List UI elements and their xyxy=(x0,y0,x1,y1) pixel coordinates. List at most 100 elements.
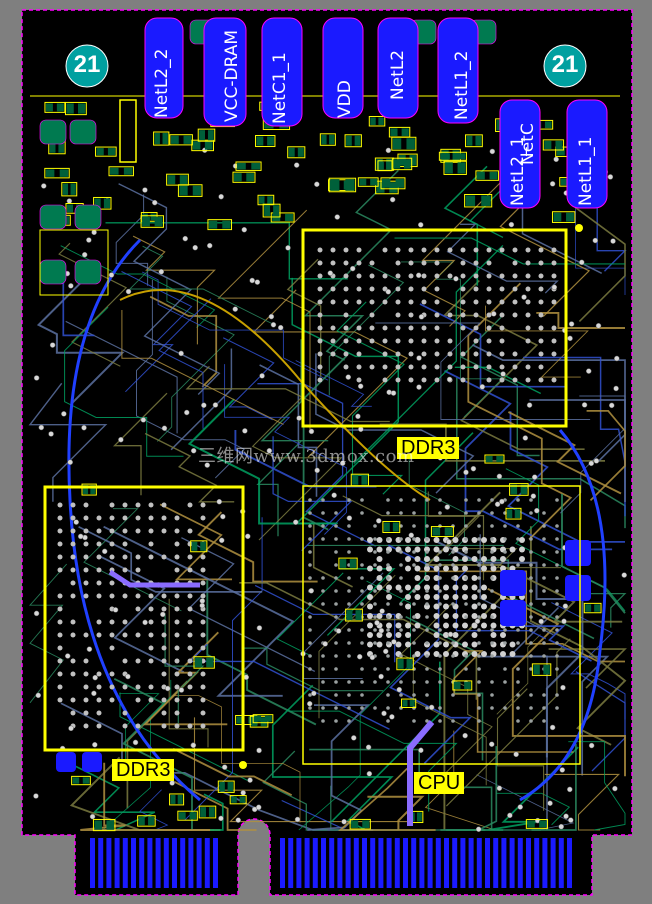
bga-pad xyxy=(356,351,362,357)
via xyxy=(521,294,527,300)
component-pad xyxy=(466,135,473,146)
bga-pad xyxy=(360,693,364,697)
bga-pad xyxy=(109,619,115,625)
bga-pad xyxy=(373,563,377,567)
via xyxy=(389,714,395,720)
connector-finger xyxy=(114,838,120,888)
bga-pad xyxy=(148,606,154,612)
trace xyxy=(394,237,625,265)
bga-pad xyxy=(343,312,349,318)
via xyxy=(216,498,223,505)
bga-pad xyxy=(414,613,421,619)
bga-pad xyxy=(499,325,505,331)
bga-pad xyxy=(542,524,546,528)
bga-pad xyxy=(421,377,427,383)
bga-pad xyxy=(412,667,416,671)
bga-pad xyxy=(96,723,102,729)
via xyxy=(358,426,364,433)
component-pad xyxy=(560,178,571,186)
via xyxy=(526,402,533,408)
bga-pad xyxy=(405,641,411,648)
component-pad xyxy=(162,133,168,145)
component-outline xyxy=(380,177,406,190)
bga-pad xyxy=(405,546,411,553)
bga-pad xyxy=(399,680,403,684)
component-pad xyxy=(397,659,404,669)
net-label-2: VCC-DRAM xyxy=(222,29,242,122)
component-pad xyxy=(321,134,327,145)
component-outline xyxy=(252,714,274,724)
bga-pad xyxy=(464,576,468,580)
via xyxy=(463,469,469,476)
bga-pad xyxy=(382,273,388,279)
bga-pad xyxy=(386,667,390,671)
bga-pad xyxy=(462,584,468,591)
bga-pad xyxy=(373,667,377,671)
bga-pad xyxy=(109,528,115,534)
via xyxy=(356,653,363,660)
via xyxy=(416,355,422,361)
bga-pad xyxy=(200,723,206,729)
bga-pad xyxy=(373,706,377,710)
via xyxy=(285,245,291,251)
trace xyxy=(303,572,384,679)
via xyxy=(581,402,588,408)
connector-finger xyxy=(362,838,367,888)
bga-pad xyxy=(486,260,492,266)
via xyxy=(499,498,505,505)
connector-finger xyxy=(304,838,310,888)
cpu-label[interactable]: CPU xyxy=(414,772,465,794)
bga-pad xyxy=(464,511,468,515)
bga-pad xyxy=(503,537,507,541)
bga-pad xyxy=(308,524,312,528)
smd-pad xyxy=(74,204,102,230)
bga-pad xyxy=(519,537,525,543)
bga-pad xyxy=(386,584,392,591)
bga-pad xyxy=(460,286,466,292)
bga-pad xyxy=(477,524,481,528)
ddr3-top-silk xyxy=(301,228,568,428)
bga-pad xyxy=(200,554,206,560)
bga-pad xyxy=(360,576,364,580)
component-pad xyxy=(179,175,188,185)
bga-pad xyxy=(477,563,481,567)
net-label-3: NetC1_1 xyxy=(270,52,290,124)
via xyxy=(67,459,73,465)
bga-pad xyxy=(438,654,442,658)
bga-pad xyxy=(57,593,63,599)
component-outline xyxy=(525,819,549,829)
trace xyxy=(159,503,232,581)
bga-pad xyxy=(148,554,154,560)
bga-pad xyxy=(399,550,403,554)
component-pad xyxy=(148,816,155,826)
component-outline xyxy=(464,193,493,208)
ddr3-left-label[interactable]: DDR3 xyxy=(112,759,175,781)
bga-pad xyxy=(490,615,494,619)
bga-pad xyxy=(109,671,115,677)
bga-pad xyxy=(421,325,427,331)
bga-pad xyxy=(321,589,325,593)
component-pad xyxy=(585,604,592,612)
component-pad xyxy=(555,140,563,149)
component-pad xyxy=(402,700,408,707)
via xyxy=(560,684,566,691)
via xyxy=(389,196,396,203)
bga-pad xyxy=(464,602,468,606)
bga-pad xyxy=(334,693,338,697)
via xyxy=(311,690,317,697)
via xyxy=(578,259,585,266)
bga-pad xyxy=(490,563,494,567)
bga-pad xyxy=(367,584,373,591)
bga-pad xyxy=(408,312,414,318)
bga-pad xyxy=(57,684,63,690)
trace xyxy=(184,517,263,821)
bga-pad xyxy=(425,576,429,580)
ddr3-top-label[interactable]: DDR3 xyxy=(397,437,460,459)
bga-pad xyxy=(57,515,63,521)
bga-pad xyxy=(443,603,449,610)
trace xyxy=(298,580,411,831)
trace xyxy=(548,648,627,689)
bga-pad xyxy=(434,247,440,253)
